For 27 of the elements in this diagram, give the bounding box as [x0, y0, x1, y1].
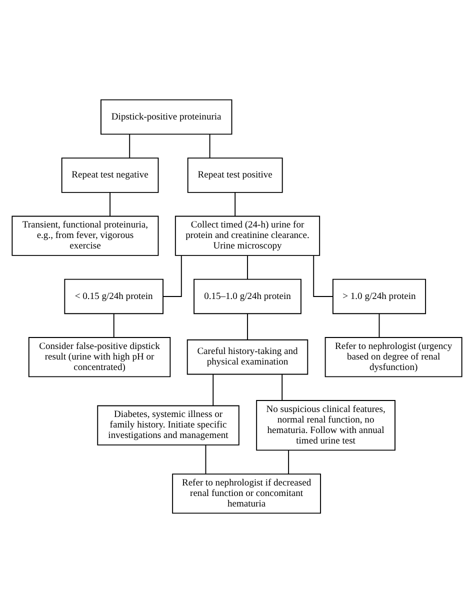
connector [209, 134, 210, 158]
node-box: Diabetes, systemic illness or family history. Initiate specific investigations and management [97, 405, 240, 446]
node-box: Dipstick-positive proteinuria [100, 99, 232, 135]
node-box: Repeat test positive [187, 158, 283, 193]
node-box: Repeat test negative [61, 158, 159, 193]
node-box: Refer to nephrologist (urgency based on degree of renal dysfunction) [324, 337, 462, 378]
connector [129, 134, 130, 158]
node-box: Collect timed (24-h) urine for protein and creatinine clearance. Urine microscopy [174, 216, 320, 256]
node-box: Refer to nephrologist if decreased renal function or concomitant hematuria [172, 474, 321, 514]
connector [212, 374, 214, 406]
connector [378, 313, 380, 338]
node-box: < 0.15 g/24h protein [64, 278, 164, 314]
node-box: 0.15–1.0 g/24h protein [194, 278, 302, 314]
connector [247, 313, 248, 340]
connector [282, 374, 283, 401]
node-box: Consider false-positive dipstick result (urine with high pH or concentrated) [28, 337, 171, 378]
node-box: Careful history-taking and physical examination [186, 339, 308, 375]
node-box: > 1.0 g/24h protein [332, 278, 426, 314]
connector [288, 450, 290, 474]
connector [113, 313, 114, 338]
node-box: No suspicious clinical features, normal renal function, no hematuria. Follow with annual timed urine test [256, 400, 396, 451]
connector [247, 255, 248, 280]
connector [205, 444, 206, 474]
connector [234, 192, 236, 217]
node-box: Transient, functional proteinuria, e.g., from fever, vigorous exercise [12, 216, 159, 256]
connector [313, 255, 334, 297]
connector [162, 255, 182, 297]
